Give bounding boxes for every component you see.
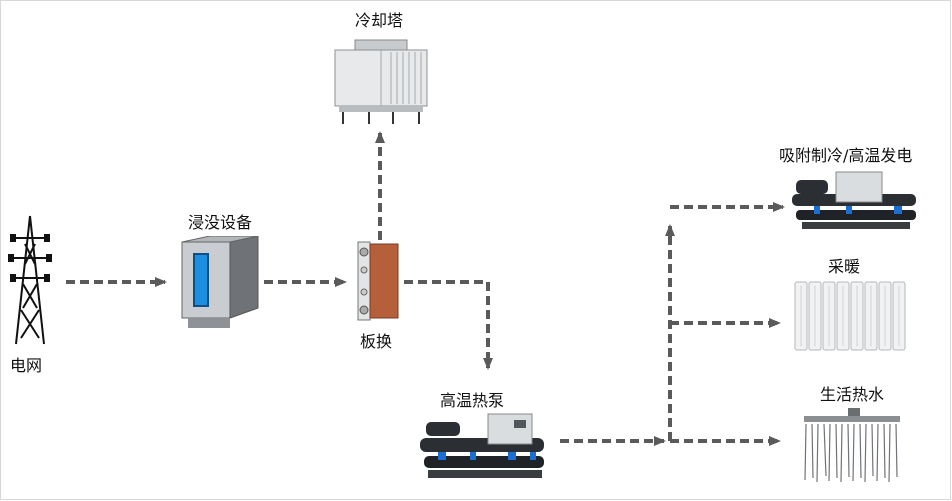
- immersion-cabinet-image: [181, 236, 259, 328]
- heat-pump-unit-image: [420, 413, 544, 478]
- plate-heat-exchanger-image: [357, 241, 399, 321]
- radiator-image: [794, 281, 906, 351]
- cooling-tower-image: [334, 39, 428, 124]
- label-heating: 采暖: [828, 257, 861, 276]
- power-tower-icon: [8, 215, 52, 345]
- label-plate-exchanger: 板换: [360, 332, 393, 351]
- label-cooling-tower: 冷却塔: [355, 11, 404, 30]
- arrow-exchanger-to-heatpump: [404, 280, 493, 370]
- label-immersion-equipment: 浸没设备: [188, 213, 253, 232]
- label-absorption-cooling: 吸附制冷/高温发电: [779, 146, 913, 165]
- label-power-grid: 电网: [10, 356, 43, 375]
- shower-water-image: [804, 408, 900, 483]
- label-domestic-hot-water: 生活热水: [820, 385, 885, 404]
- label-heat-pump: 高温热泵: [440, 391, 505, 410]
- absorption-unit-image: [792, 171, 916, 229]
